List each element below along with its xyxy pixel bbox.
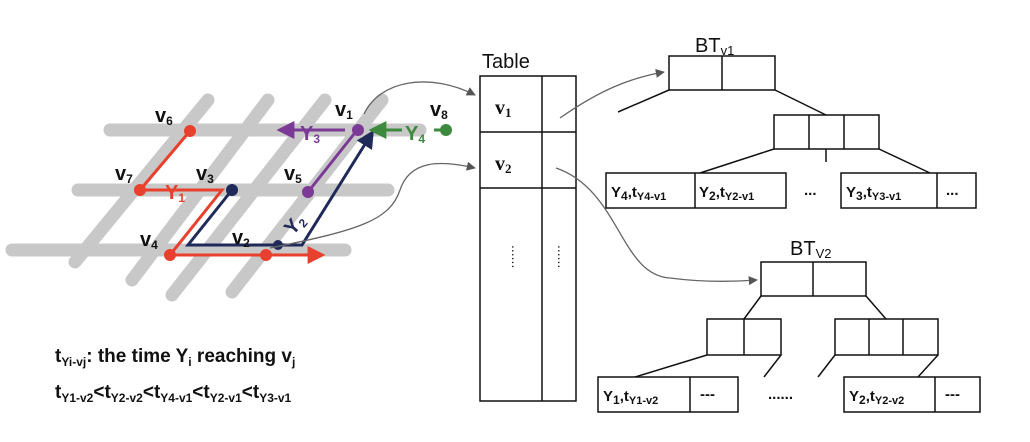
label-v5: v5	[284, 163, 302, 186]
label-v8: v8	[430, 99, 448, 122]
path-y2-line	[184, 129, 374, 247]
path-y1-line	[136, 130, 326, 264]
bt-v2-edge-left	[743, 295, 762, 320]
table: Table	[479, 51, 577, 402]
object-labels: Y1 Y3 Y4 Y2	[165, 123, 425, 239]
note-definition: tYi-vj: the time Yi reaching vj	[55, 346, 295, 369]
label-v7: v7	[115, 163, 133, 186]
node-v1-dot	[352, 124, 364, 136]
note-ordering: tY1-v2<tY2-v2<tY4-v1<tY2-v1<tY3-v1	[55, 382, 292, 405]
node-v7-dot	[134, 184, 146, 196]
path-y2	[184, 129, 374, 247]
path-y1	[136, 130, 326, 264]
label-v3: v3	[196, 163, 214, 186]
bt-v1-leaf-right	[840, 172, 977, 209]
bt-v2-edge-leaf-b	[917, 354, 939, 378]
bt-v1-edge-right	[774, 89, 827, 116]
bt-v1-gap-dots: ...	[804, 182, 817, 199]
bt-v2-leaf-b-more: ---	[945, 386, 960, 403]
table-row-v1: v1	[495, 97, 512, 120]
bt-v2-leaf-a: Y1,tY1-v2	[603, 388, 658, 407]
label-v1: v1	[335, 99, 353, 122]
node-v8-dot	[440, 124, 452, 136]
label-y3: Y3	[300, 123, 320, 146]
curve-table-to-btv2	[555, 167, 758, 286]
table-frame	[479, 75, 577, 402]
table-dots-left: ......	[509, 245, 525, 268]
bt-v2-edge-mid-right	[817, 354, 836, 378]
label-v4: v4	[140, 229, 158, 252]
bt-v2-leaf-b: Y2,tY2-v2	[849, 388, 904, 407]
node-labels: v6 v7 v3 v4 v2 v5 v1 v8	[115, 99, 448, 252]
bt-v1-edge-leaf-a	[699, 148, 775, 174]
bt-v2-leaf-a-more: ---	[700, 386, 715, 403]
bt-v1-leaf-a: Y4,tY4-v1	[611, 184, 666, 203]
table-dots-right: ......	[555, 245, 571, 268]
connectors-graph-table	[269, 81, 476, 249]
bt-v2-leaf-right	[843, 376, 981, 413]
curve-v2-to-table	[269, 161, 476, 249]
table-row-v2: v2	[495, 153, 512, 176]
bt-v2-edge-leaf-a	[634, 354, 708, 378]
tree-bt-v1: BTv1 Y4,tY4-v1 Y2,tY2-v1 Y3,tY3-v1 ... .…	[605, 35, 977, 209]
node-v2-dot	[260, 249, 272, 261]
bt-v2-edge-right	[865, 295, 887, 320]
node-v6-dot	[184, 125, 196, 137]
node-v3-dot	[226, 184, 238, 196]
label-y4: Y4	[405, 123, 425, 146]
bt-v1-edge-left	[617, 89, 670, 113]
bt-v2-gap-dots: ......	[768, 386, 793, 403]
connectors-table-trees	[555, 68, 758, 286]
node-v4-dot	[164, 249, 176, 261]
bt-v1-leaf-b: Y2,tY2-v1	[699, 184, 754, 203]
node-v5-dot	[302, 186, 314, 198]
bt-v2-leaf-left	[597, 376, 739, 413]
label-y1: Y1	[165, 182, 185, 205]
bt-v1-leaf-left	[605, 172, 787, 209]
bt-v1-edge-leaf-c	[878, 148, 931, 174]
bt-v2-edge-mid-left	[763, 354, 782, 378]
bt-v2-internal-right	[834, 318, 939, 356]
notes: tYi-vj: the time Yi reaching vj tY1-v2<t…	[55, 346, 295, 405]
bt-v1-leaf-c: Y3,tY3-v1	[846, 184, 901, 203]
label-v6: v6	[155, 105, 173, 128]
bt-v2-title: BTV2	[790, 238, 831, 261]
path-y3	[276, 121, 356, 193]
table-title: Table	[482, 51, 530, 73]
bt-v1-leaf-more: ...	[946, 182, 959, 199]
curve-v1-to-table	[363, 81, 476, 115]
road-d3	[165, 93, 332, 302]
tree-bt-v2: BTV2 Y1,tY1-v2 --- Y2,tY2-v2 ---	[597, 238, 981, 413]
path-y3-diag	[306, 133, 356, 193]
curve-table-to-btv1	[559, 68, 665, 119]
bt-v1-internal	[773, 114, 880, 150]
graph-nodes	[134, 124, 452, 261]
bt-v1-title: BTv1	[695, 35, 734, 58]
label-v2: v2	[232, 227, 250, 250]
